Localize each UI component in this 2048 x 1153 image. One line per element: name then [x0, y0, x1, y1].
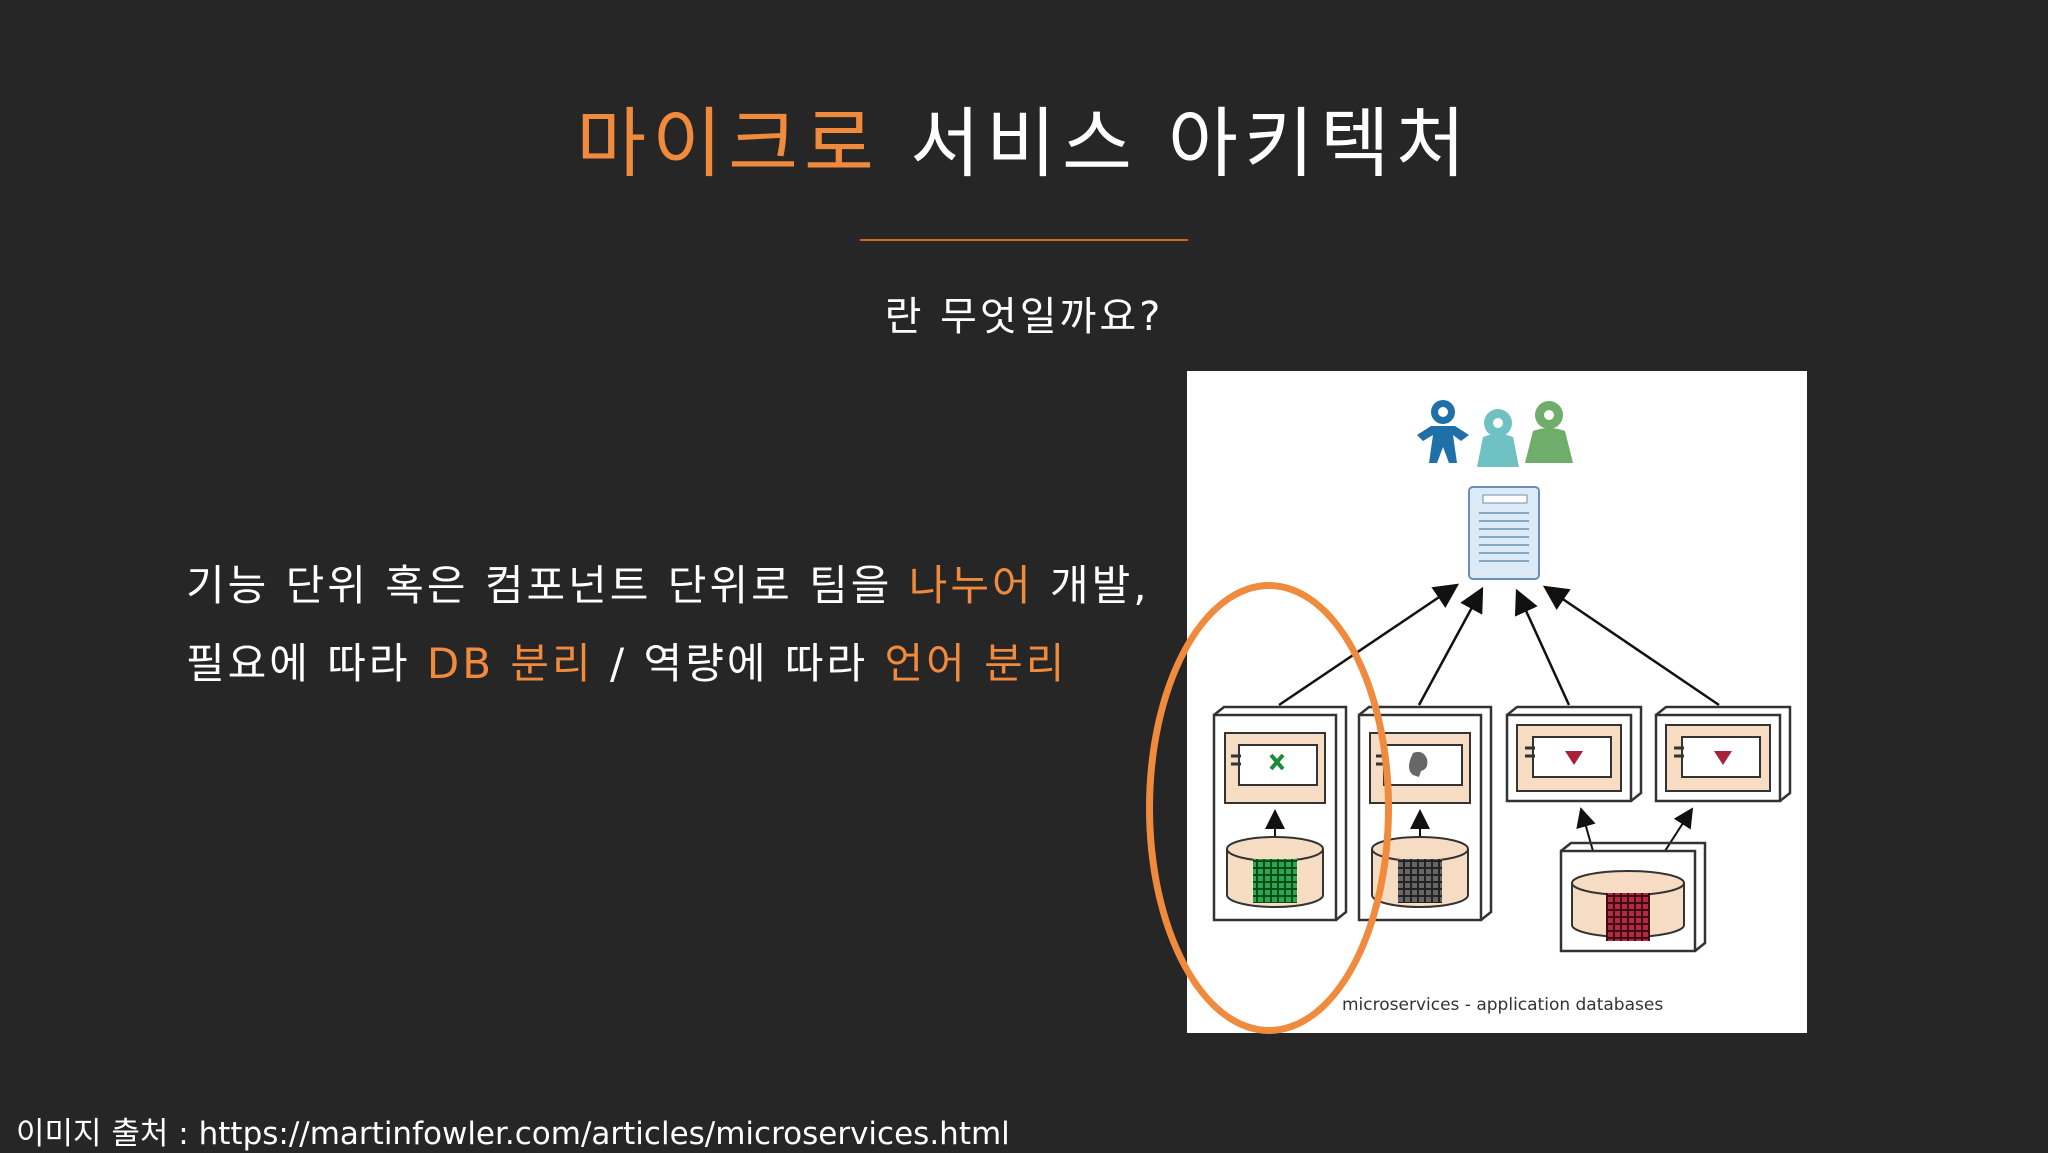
gray-blob-icon: [1409, 751, 1428, 777]
body-line-2: 필요에 따라 DB 분리 / 역량에 따라 언어 분리: [186, 630, 1067, 691]
document-icon: [1468, 486, 1540, 580]
line2-accent-db: DB 분리: [426, 639, 594, 688]
service-box-4: [1654, 705, 1792, 803]
x-mark-icon: [1269, 753, 1285, 771]
user-green-icon: [1525, 401, 1573, 463]
user-teal-icon: [1477, 409, 1519, 467]
slide-title: 마이크로 서비스 아키텍처: [0, 82, 2048, 192]
service-box-3: [1505, 705, 1643, 803]
shared-db-box: [1559, 807, 1707, 953]
line1-accent: 나누어: [908, 561, 1034, 610]
body-line-1: 기능 단위 혹은 컴포넌트 단위로 팀을 나누어 개발,: [186, 552, 1150, 613]
line1-text-a: 기능 단위 혹은 컴포넌트 단위로 팀을: [186, 561, 909, 610]
service-box-1: [1212, 705, 1348, 922]
request-arrows: [1278, 583, 1720, 707]
db-gray-icon: [1371, 836, 1469, 908]
line1-text-b: 개발,: [1033, 561, 1150, 610]
line2-text-b: / 역량에 따라: [593, 639, 885, 688]
diagram-caption: microservices - application databases: [1342, 995, 1664, 1015]
title-accent: 마이크로: [576, 99, 880, 188]
red-heart-icon: [1714, 751, 1732, 765]
image-credit: 이미지 출처 : https://martinfowler.com/articl…: [16, 1116, 1010, 1152]
red-heart-icon: [1565, 751, 1583, 765]
line2-text-a: 필요에 따라: [186, 639, 427, 688]
service-box-2: [1357, 705, 1493, 922]
slide-subtitle: 란 무엇일까요?: [884, 294, 1164, 340]
user-blue-icon: [1417, 400, 1469, 463]
title-divider: [860, 239, 1188, 241]
users-icon: [1417, 400, 1573, 467]
title-rest: 서비스 아키텍처: [879, 99, 1472, 188]
diagram-svg: [1212, 400, 1792, 953]
microservices-diagram: microservices - application databases: [1187, 371, 1807, 1033]
db-red-icon: [1571, 870, 1685, 941]
db-green-icon: [1226, 836, 1324, 908]
line2-accent-lang: 언어 분리: [884, 639, 1068, 688]
